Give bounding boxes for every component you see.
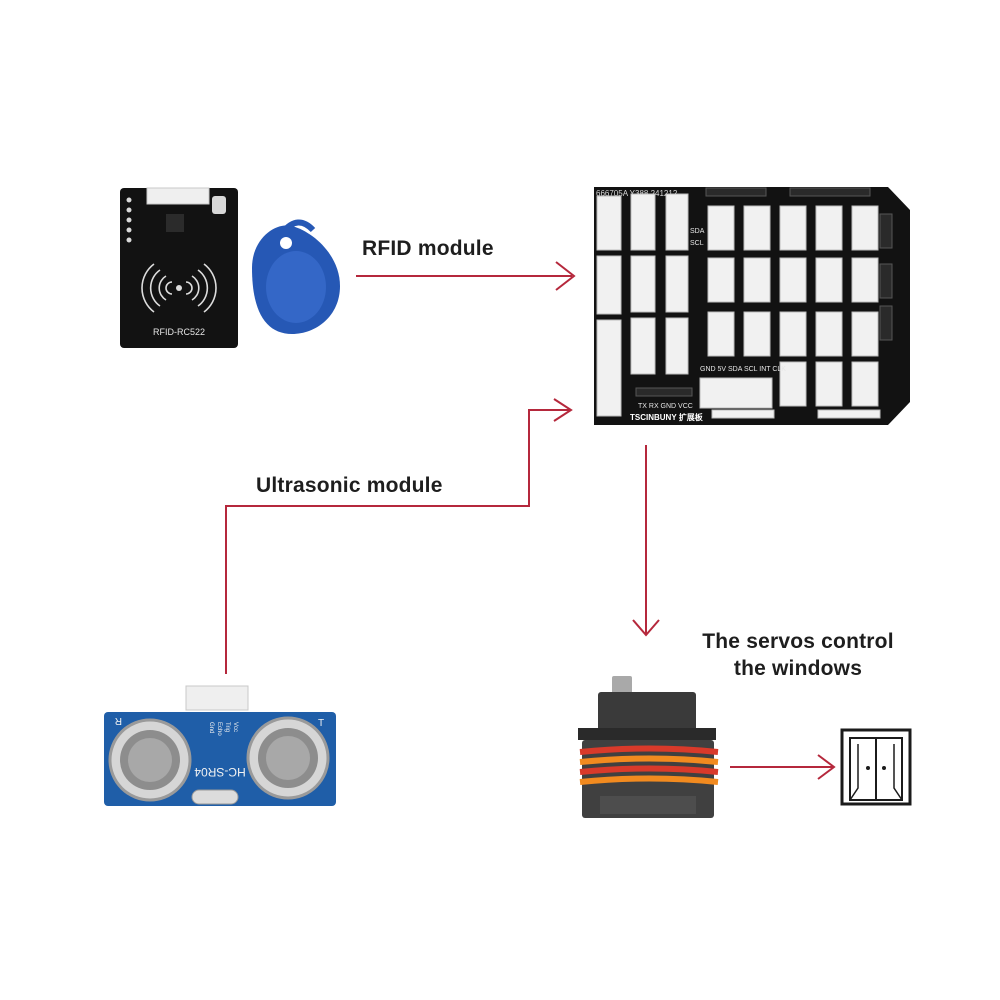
rfid-module-label: RFID module	[362, 237, 494, 260]
arrow-rfid-to-shield	[356, 261, 576, 291]
servo-caption-line-2: the windows	[733, 657, 863, 680]
arrow-ultrasonic-to-shield	[225, 398, 573, 674]
arrow-shield-to-servo	[632, 445, 660, 637]
arrow-servo-to-window	[730, 754, 836, 780]
servo-caption-line-1: The servos control	[702, 630, 894, 653]
ultrasonic-module-label: Ultrasonic module	[256, 474, 443, 497]
servo-caption: The servos control the windows	[686, 628, 910, 682]
